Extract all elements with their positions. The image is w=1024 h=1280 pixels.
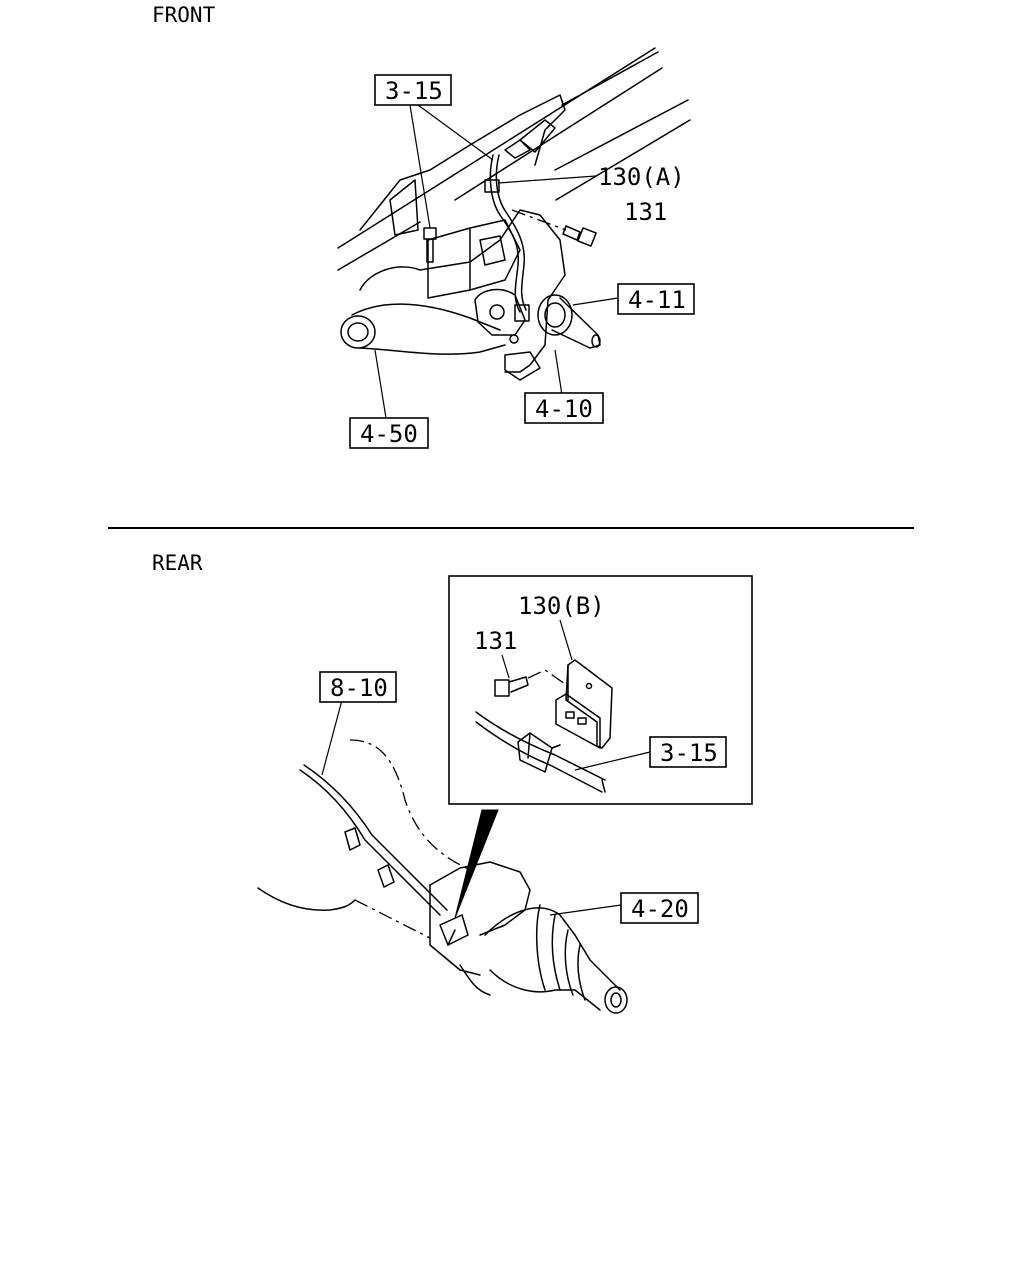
callout-130a: 130(A) xyxy=(598,163,685,191)
rear-detail-inset: 130(B) 131 3-15 xyxy=(448,575,753,805)
callout-box-3-15 xyxy=(374,74,452,106)
callout-box-3-15-rear xyxy=(649,736,727,768)
front-axle-drawing xyxy=(337,47,691,381)
rear-callouts: 8-10 4-20 xyxy=(319,671,699,924)
rear-leader-lines xyxy=(321,699,622,916)
callout-4-11: 4-11 xyxy=(628,286,686,314)
callout-131-front: 131 xyxy=(624,198,667,226)
callout-box-4-10 xyxy=(524,392,604,424)
callout-box-4-20 xyxy=(620,892,699,924)
front-leader-lines xyxy=(374,104,619,419)
callout-3-15-rear: 3-15 xyxy=(660,739,718,767)
callout-8-10: 8-10 xyxy=(330,674,388,702)
front-section-title: FRONT xyxy=(152,3,216,27)
callout-4-10: 4-10 xyxy=(535,395,593,423)
rear-section-title: REAR xyxy=(152,551,203,575)
callout-box-8-10 xyxy=(319,671,397,703)
rear-axle-drawing xyxy=(257,739,628,1014)
callout-box-4-50 xyxy=(349,417,429,449)
callout-130b: 130(B) xyxy=(518,592,605,620)
callout-4-50: 4-50 xyxy=(360,420,418,448)
callout-4-20: 4-20 xyxy=(631,895,689,923)
callout-3-15-front: 3-15 xyxy=(385,77,443,105)
callout-box-4-11 xyxy=(617,283,695,315)
front-callouts: 3-15 130(A) 131 4-11 4-10 4-50 xyxy=(349,74,695,449)
callout-131-rear: 131 xyxy=(474,627,517,655)
